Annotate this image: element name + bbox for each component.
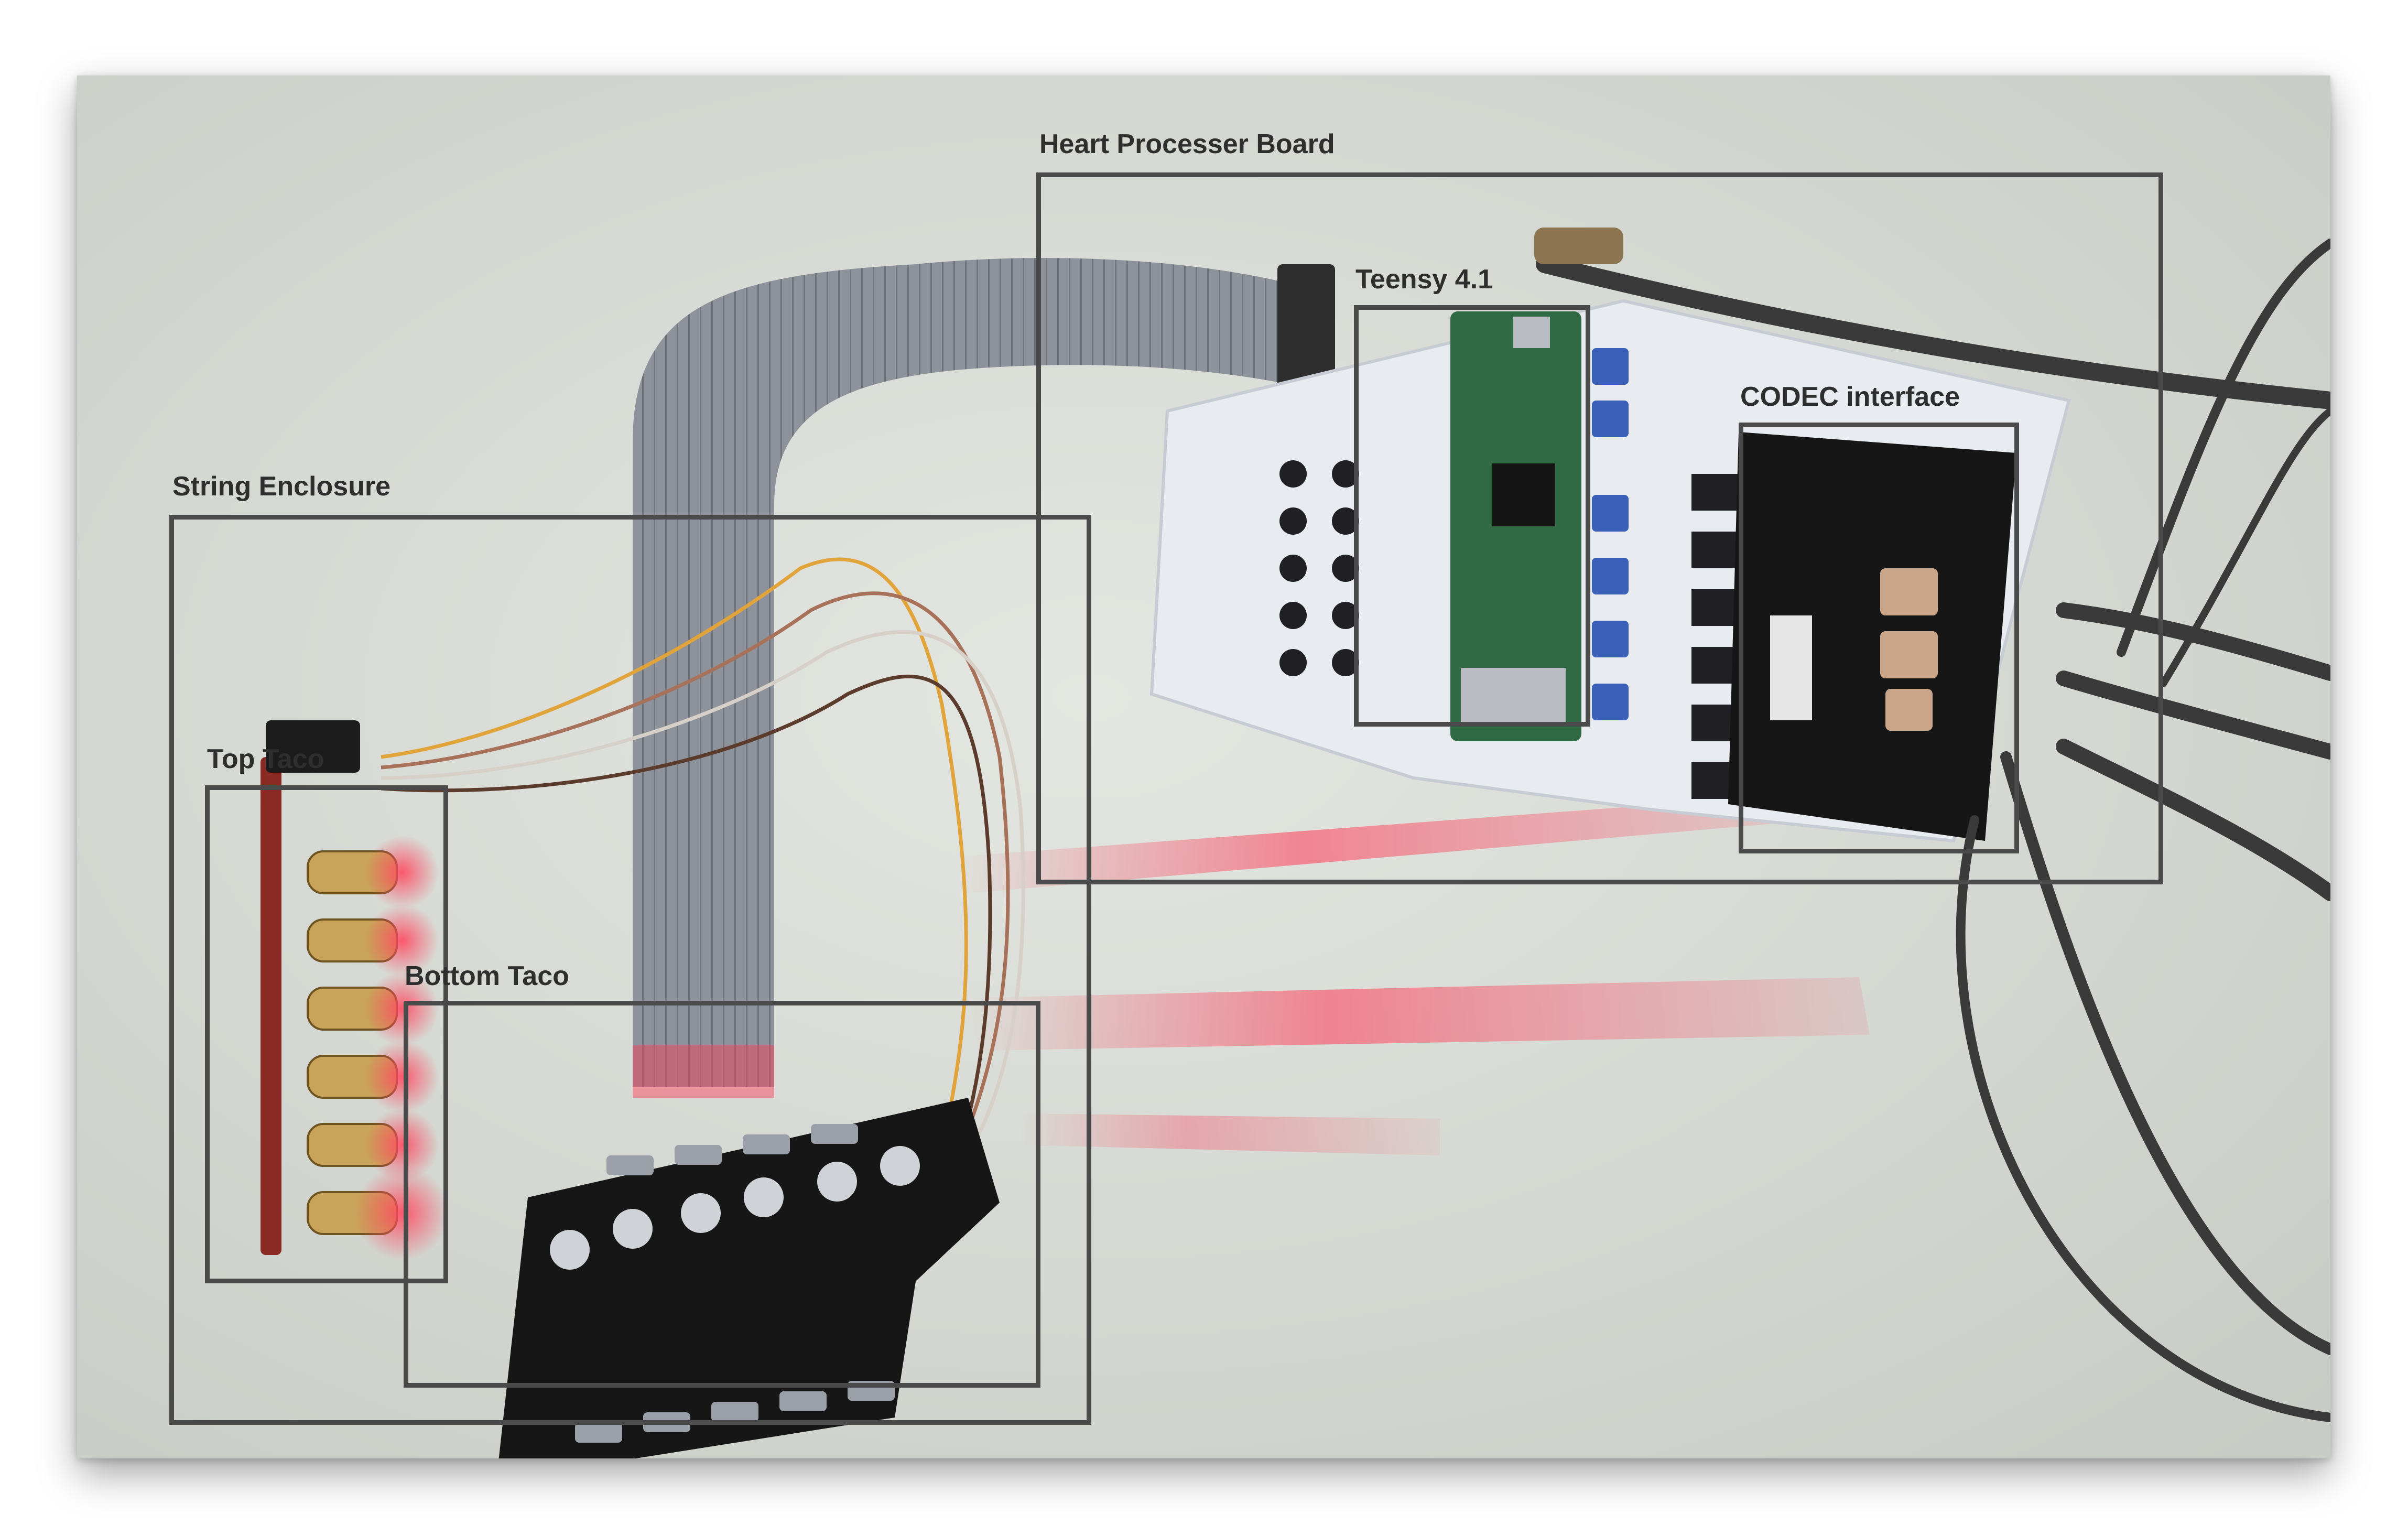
hardware-photo	[77, 75, 2330, 1458]
string-enclosure-box	[169, 515, 1091, 1425]
codec-pcb	[1728, 432, 2016, 841]
string-enclosure-label: String Enclosure	[172, 471, 391, 502]
laser-beams	[958, 794, 1870, 1155]
cable-plug	[1534, 228, 1623, 264]
top-taco-box	[205, 785, 448, 1283]
teensy-module	[1450, 311, 1581, 741]
bottom-taco-box	[404, 1001, 1040, 1388]
teensy-box	[1354, 305, 1590, 727]
heart-processer-board-label: Heart Processer Board	[1039, 129, 1335, 159]
bottom-taco-pcb	[498, 1045, 1000, 1458]
codec-interface-label: CODEC interface	[1740, 382, 1960, 412]
hookup-wires	[381, 557, 1025, 1140]
top-taco-label: Top Taco	[207, 744, 324, 774]
codec-interface-box	[1739, 423, 2019, 853]
audio-cables	[1536, 239, 2330, 1422]
heart-processer-board-box	[1036, 172, 2163, 884]
bottom-taco-label: Bottom Taco	[405, 961, 569, 991]
teensy-label: Teensy 4.1	[1355, 264, 1493, 295]
top-taco-lasers	[261, 720, 449, 1260]
